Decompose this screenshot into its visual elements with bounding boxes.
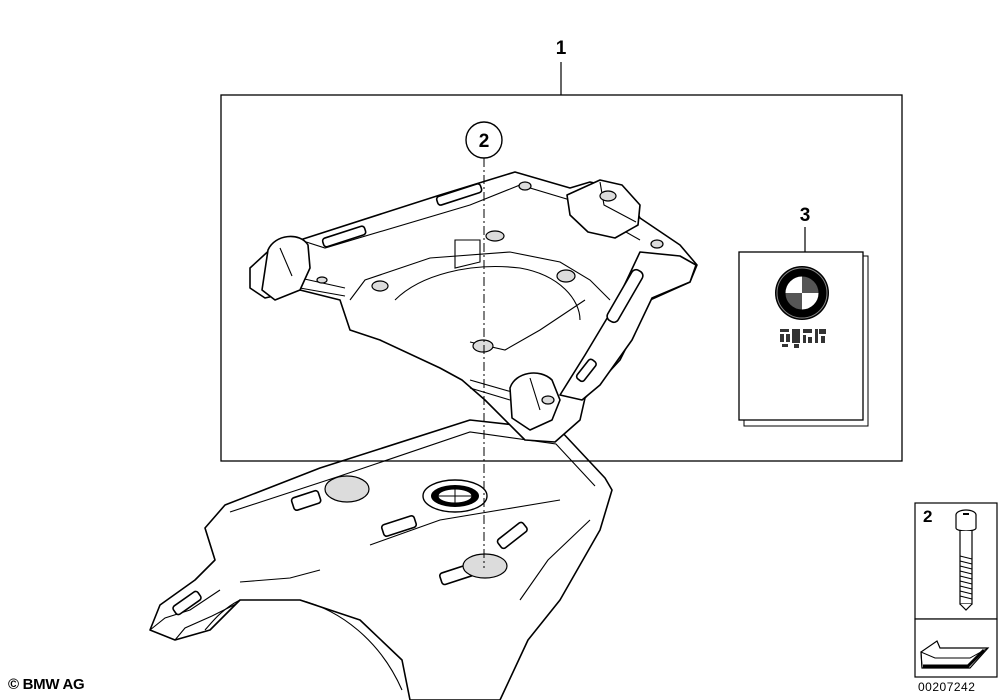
manual-pictograms-icon	[780, 329, 826, 348]
callout-screw: 2	[465, 121, 503, 159]
callout-manual-label: 3	[800, 205, 811, 226]
tail-emblem-icon	[422, 479, 488, 513]
diagram-number: 00207242	[918, 680, 976, 694]
direction-arrow-icon	[920, 640, 990, 669]
copyright-text: © BMW AG	[8, 676, 85, 693]
bmw-roundel-icon	[775, 266, 829, 320]
callout-kit-label: 1	[556, 38, 567, 59]
screw-inset-panel: 2	[914, 502, 998, 678]
luggage-rack-part	[249, 171, 698, 443]
screw-icon	[955, 509, 977, 611]
inset-screw-label: 2	[923, 507, 932, 526]
rear-frame-part	[149, 419, 613, 700]
callout-screw-label: 2	[479, 131, 490, 152]
manual-booklet-part: 3	[738, 205, 869, 427]
